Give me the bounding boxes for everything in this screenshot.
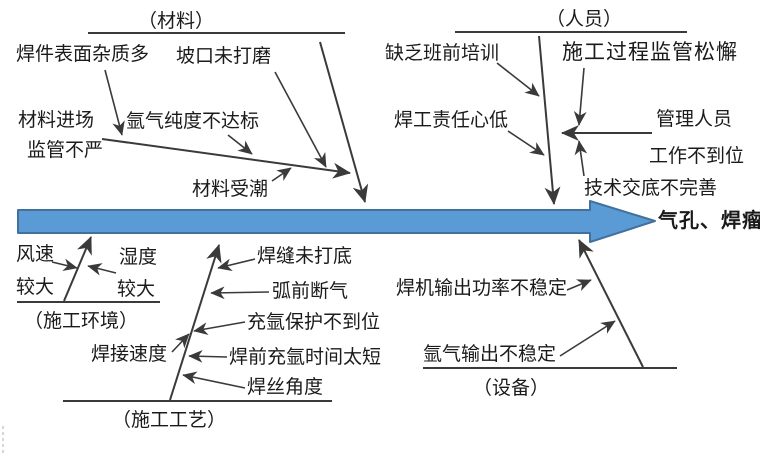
process-wire-angle-arrow [182,371,246,389]
cause-management-line1: 管理人员 [656,109,733,130]
materials-argon-purity-arrow [227,134,253,155]
materials-damp-arrow [271,167,292,182]
cause-argon-shield-insufficient: 充氩保护不到位 [247,312,381,333]
personnel-disclosure-arrow [574,140,588,177]
main-spine-arrow [17,200,656,243]
cause-lax-supervision: 施工过程监管松懈 [562,41,738,64]
equipment-branch [423,239,677,369]
personnel-supervision-arrow [573,67,587,126]
process-argon-time-arrow [188,349,228,363]
personnel-responsibility-arrow [507,130,545,156]
materials-impurities-arrow [104,69,125,136]
cause-argon-purity: 氩气纯度不达标 [126,111,260,132]
effect-label: 气孔、焊瘤 [658,210,760,232]
materials-subbone [101,138,351,179]
cause-groove-not-ground: 坡口未打磨 [176,46,272,67]
personnel-header: （人员） [546,9,623,30]
process-no-backing-arrow [217,258,256,272]
materials-branch [88,32,369,203]
environment-bone [63,236,92,302]
cause-tech-disclosure: 技术交底不完善 [584,178,718,199]
equipment-header: （设备） [473,378,550,399]
cause-material-entry-line1: 材料进场 [18,110,95,131]
equipment-argon-output-arrow [559,320,616,357]
process-header: （施工工艺） [112,410,227,431]
process-argon-shield-arrow [193,321,246,335]
process-gas-cut-arrow [210,286,270,300]
cause-low-responsibility: 焊工责任心低 [394,110,509,131]
materials-bone [319,41,369,203]
cause-seam-not-primed: 焊缝未打底 [257,246,353,267]
cause-surface-impurities: 焊件表面杂质多 [16,44,150,65]
personnel-branch [455,31,687,205]
equipment-bone [578,239,644,368]
cause-wind-speed-line2: 较大 [16,277,55,298]
environment-header: （施工环境） [24,311,139,332]
cause-welding-speed: 焊接速度 [91,344,168,365]
environment-branch [17,236,160,303]
cause-material-entry-line2: 监管不严 [27,140,104,161]
personnel-bone [538,35,561,205]
cause-management-line2: 工作不到位 [649,146,745,167]
equipment-power-arrow [566,279,592,292]
cause-argon-time-short: 焊前充氩时间太短 [229,347,382,368]
cause-argon-output-unstable: 氩气输出不稳定 [423,344,557,365]
cause-gas-cut-before-arc: 弧前断气 [272,281,349,302]
cause-humidity-line1: 湿度 [119,247,158,268]
cause-material-damp: 材料受潮 [192,179,269,200]
cause-wind-speed-line1: 风速 [16,244,55,265]
environment-humidity-arrow [87,263,117,276]
cause-welder-power-unstable: 焊机输出功率不稳定 [396,278,568,299]
cause-wire-angle: 焊丝角度 [247,377,324,398]
process-weld-speed-arrow [171,333,190,353]
personnel-training-arrow [496,62,540,97]
process-branch [63,244,332,402]
materials-header: （材料） [138,11,215,32]
cause-humidity-line2: 较大 [117,279,156,300]
materials-groove-line [274,71,327,168]
environment-wind-arrow [51,258,78,272]
cause-no-pre-shift-training: 缺乏班前培训 [385,43,500,64]
